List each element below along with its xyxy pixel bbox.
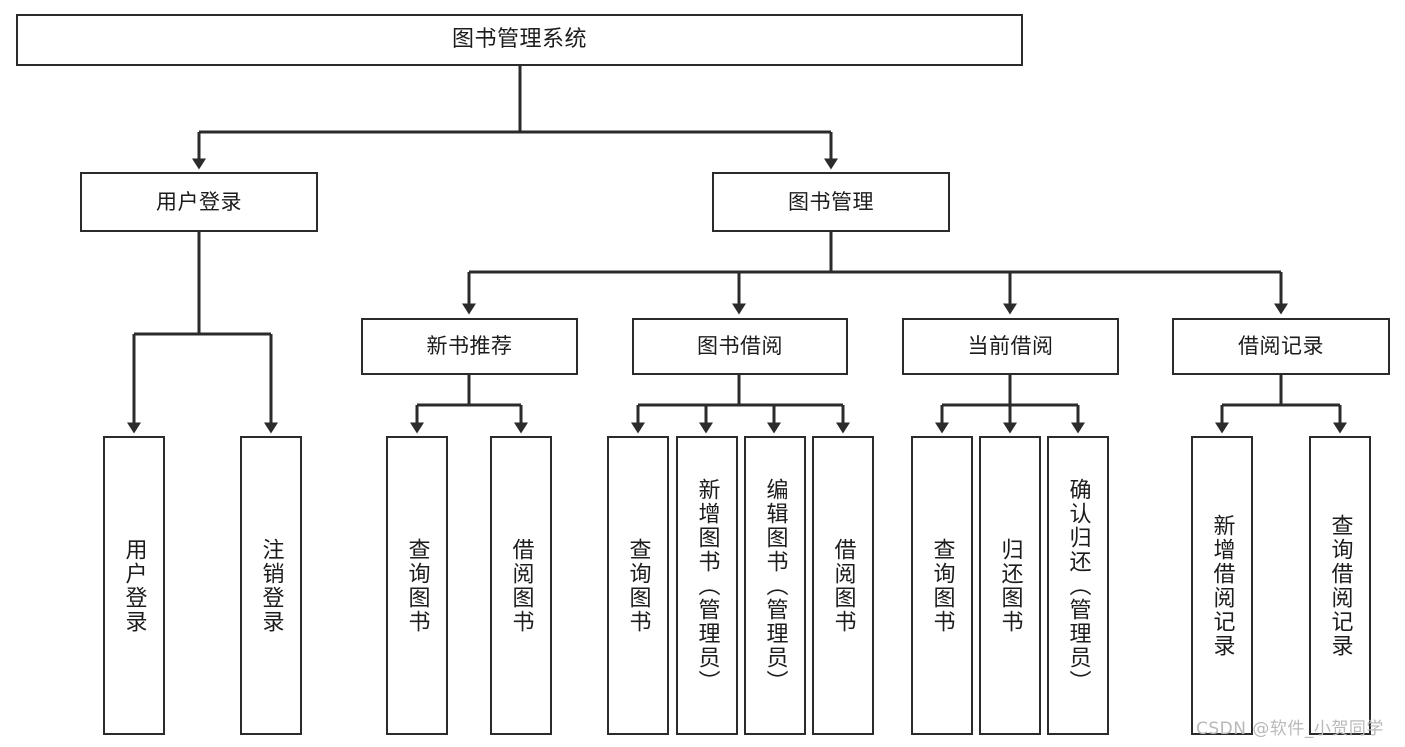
node-label: 新增借阅记录 <box>1209 513 1235 658</box>
node-label: 用户登录 <box>121 537 147 634</box>
node-label: 新增图书（管理员） <box>694 477 720 694</box>
leaf-new-book-query-book[interactable]: 查询图书 <box>386 436 448 735</box>
node-current-borrow[interactable]: 当前借阅 <box>902 318 1119 375</box>
node-label: 用户登录 <box>156 189 242 214</box>
node-label: 查询图书 <box>625 537 651 634</box>
node-label: 当前借阅 <box>967 334 1054 359</box>
node-label: 图书管理系统 <box>451 27 587 53</box>
node-root-book-management-system[interactable]: 图书管理系统 <box>16 14 1023 66</box>
node-label: 归还图书 <box>997 537 1023 634</box>
leaf-book-borrow-query-book[interactable]: 查询图书 <box>607 436 669 735</box>
leaf-borrow-record-add-record[interactable]: 新增借阅记录 <box>1191 436 1253 735</box>
node-label: 查询借阅记录 <box>1327 513 1353 658</box>
leaf-current-borrow-confirm-return-admin[interactable]: 确认归还（管理员） <box>1047 436 1109 735</box>
node-label: 确认归还（管理员） <box>1065 477 1091 694</box>
leaf-book-borrow-borrow-book[interactable]: 借阅图书 <box>812 436 874 735</box>
csdn-watermark: CSDN @软件_小贺同学 <box>1196 719 1384 739</box>
node-borrow-record[interactable]: 借阅记录 <box>1172 318 1390 375</box>
leaf-current-borrow-query-book[interactable]: 查询图书 <box>911 436 973 735</box>
node-label: 借阅图书 <box>508 537 534 634</box>
leaf-new-book-borrow-book[interactable]: 借阅图书 <box>490 436 552 735</box>
leaf-book-borrow-add-book-admin[interactable]: 新增图书（管理员） <box>676 436 738 735</box>
leaf-user-login-login[interactable]: 用户登录 <box>103 436 165 735</box>
node-label: 查询图书 <box>929 537 955 634</box>
node-label: 借阅图书 <box>830 537 856 634</box>
node-label: 编辑图书（管理员） <box>762 477 788 694</box>
node-label: 图书管理 <box>788 189 874 214</box>
leaf-borrow-record-query-record[interactable]: 查询借阅记录 <box>1309 436 1371 735</box>
node-book-management[interactable]: 图书管理 <box>712 172 950 232</box>
node-label: 注销登录 <box>258 537 284 634</box>
node-label: 借阅记录 <box>1238 334 1324 359</box>
node-book-borrow[interactable]: 图书借阅 <box>632 318 848 375</box>
node-label: 新书推荐 <box>426 334 513 359</box>
node-label: 图书借阅 <box>697 334 783 359</box>
leaf-book-borrow-edit-book-admin[interactable]: 编辑图书（管理员） <box>744 436 806 735</box>
node-user-login[interactable]: 用户登录 <box>80 172 318 232</box>
leaf-current-borrow-return-book[interactable]: 归还图书 <box>979 436 1041 735</box>
node-new-book-recommend[interactable]: 新书推荐 <box>361 318 578 375</box>
leaf-user-login-logout[interactable]: 注销登录 <box>240 436 302 735</box>
node-label: 查询图书 <box>404 537 430 634</box>
